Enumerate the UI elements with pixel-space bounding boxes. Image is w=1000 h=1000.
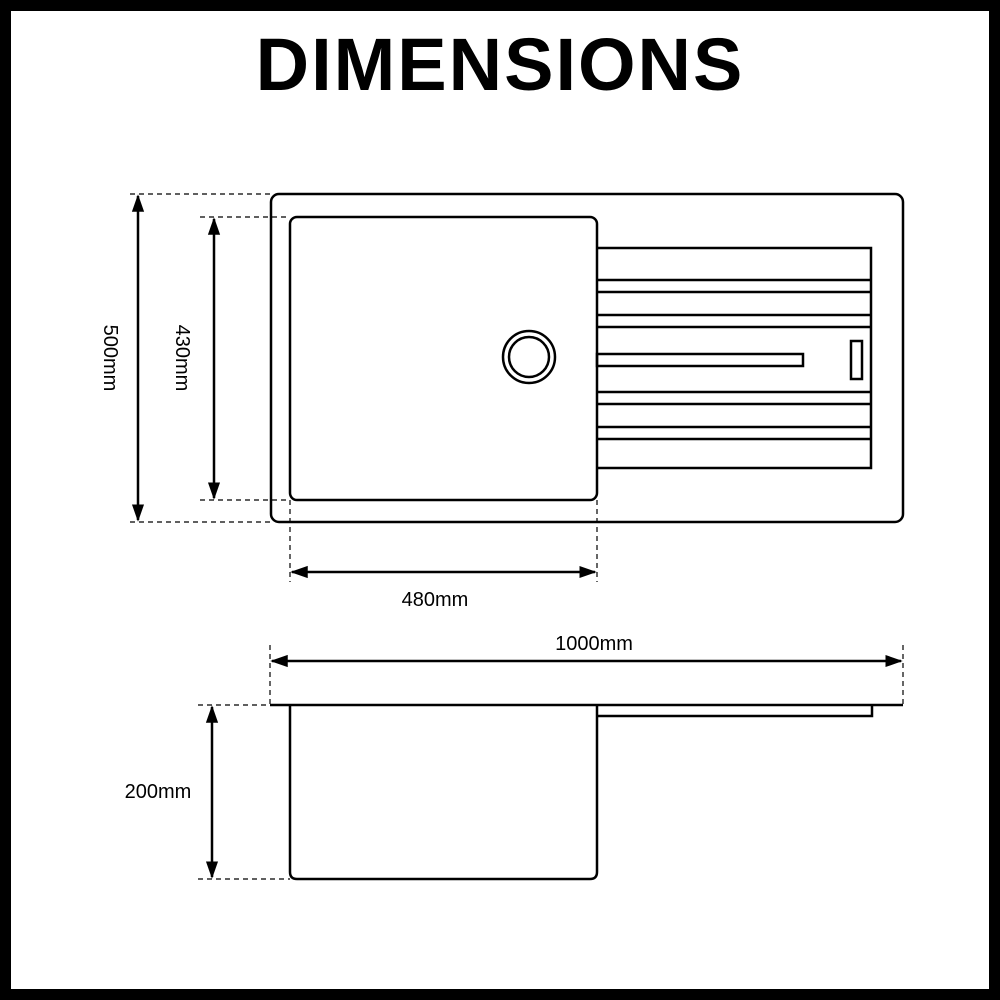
drain-inner [507,335,551,379]
top-view [130,192,905,582]
page-title: DIMENSIONS [255,23,745,106]
label-430mm: 430mm [171,325,193,392]
side-view [198,645,904,881]
bowl-outline [288,215,599,502]
label-200mm: 200mm [125,781,192,803]
label-480mm: 480mm [402,589,469,611]
bowl-profile [288,705,599,881]
label-500mm: 500mm [99,325,121,392]
drainer-board [595,246,873,470]
drainer-profile [597,705,874,718]
overflow-slot [849,339,864,381]
sink-outline [269,192,905,524]
drain-outer [501,329,557,385]
label-1000mm: 1000mm [555,633,633,655]
